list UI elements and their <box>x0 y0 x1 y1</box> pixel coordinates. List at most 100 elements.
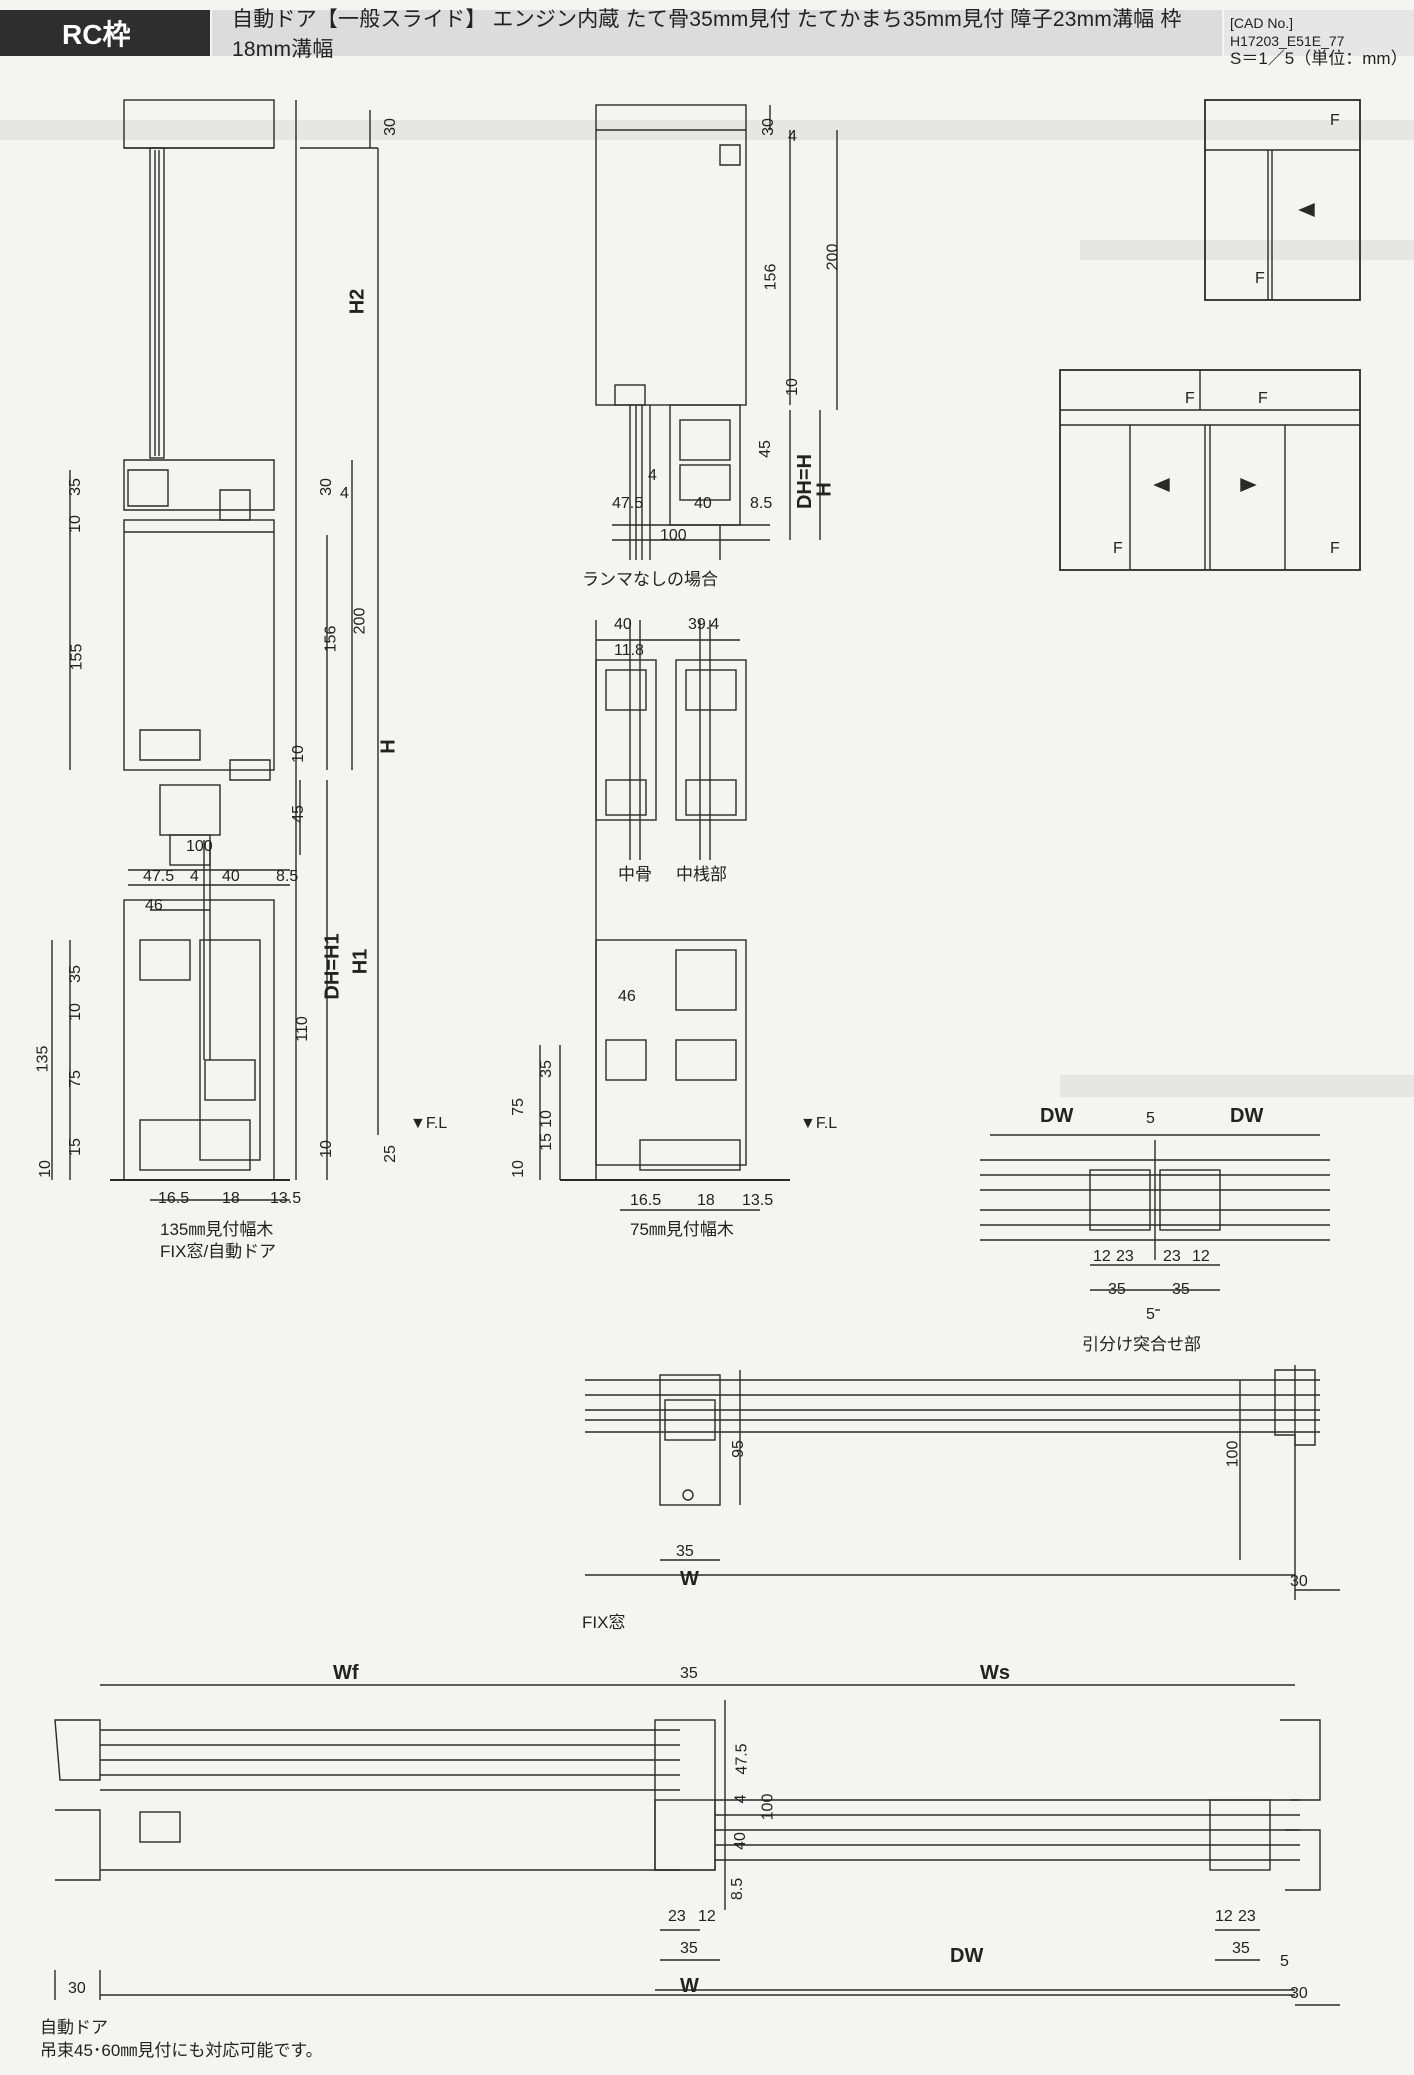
mullion-profile <box>595 659 657 821</box>
center-mullion <box>654 1719 716 1871</box>
meeting-stile-detail <box>980 1134 1330 1311</box>
dim-label: 4 <box>190 868 199 885</box>
dim-label: 10 <box>66 1003 84 1021</box>
dim-label: 30 <box>381 118 399 136</box>
dim-label: 47.5 <box>733 1743 751 1775</box>
dim-label: 18 <box>697 1192 715 1209</box>
dim-label: H1 <box>349 948 372 975</box>
fix-mark: F <box>1330 112 1340 129</box>
label-mullion: 中骨 <box>618 865 652 884</box>
dim-label: 75 <box>509 1098 527 1116</box>
dim-label: 75 <box>66 1070 84 1088</box>
dim-label: 23 <box>668 1908 686 1925</box>
head-box <box>595 104 747 406</box>
caption: 吊束45･60㎜見付にも対応可能です。 <box>40 2041 323 2060</box>
stile-right <box>1159 1169 1221 1231</box>
caption: 引分け突合せ部 <box>1082 1335 1201 1354</box>
slide-arrow-left-icon <box>1298 202 1315 218</box>
label-ws: Ws <box>980 1662 1010 1684</box>
dim-label: 15 <box>66 1138 84 1156</box>
stile-left <box>1089 1169 1151 1231</box>
fix-mark: F <box>1258 390 1268 407</box>
door-stile-right <box>1209 1799 1271 1871</box>
door-plan <box>54 1684 1340 2006</box>
dim-label: 10 <box>317 1140 335 1158</box>
fix-mark: F <box>1113 540 1123 557</box>
dim-label: 10 <box>36 1160 54 1178</box>
mid-rail-profile <box>675 659 747 821</box>
left-jamb <box>54 1719 101 1781</box>
caption: FIX窓/自動ドア <box>160 1242 277 1261</box>
mid-section <box>539 620 790 1211</box>
door-section-body <box>123 519 275 771</box>
caption: ランマなしの場合 <box>582 570 718 589</box>
dim-label: 10 <box>783 378 801 396</box>
dim-label: 12 <box>698 1908 716 1925</box>
dim-label: 95 <box>729 1440 747 1458</box>
elevation-biparting <box>1059 369 1361 571</box>
dim-label: 35 <box>1108 1281 1126 1298</box>
dim-label: 40 <box>614 616 632 633</box>
dim-label: 45 <box>289 805 307 823</box>
dim-label: 23 <box>1238 1908 1256 1925</box>
dim-label: 35 <box>537 1060 555 1078</box>
dim-label: 30 <box>1290 1985 1308 2002</box>
label-dw-right: DW <box>1230 1105 1264 1127</box>
dim-label: 10 <box>509 1160 527 1178</box>
header-title: 自動ドア【一般スライド】 エンジン内蔵 たて骨35mm見付 たてかまち35mm見… <box>212 8 1222 61</box>
fix-mark: F <box>1330 540 1340 557</box>
caption: 135㎜見付幅木 <box>160 1220 274 1239</box>
page-header: RC枠 自動ドア【一般スライド】 エンジン内蔵 たて骨35mm見付 たてかまち3… <box>0 8 1414 68</box>
dim-label: H <box>813 482 836 497</box>
dim-label: 10 <box>66 515 84 533</box>
dim-label: 12 <box>1215 1908 1233 1925</box>
dim-label: 4 <box>732 1794 750 1804</box>
label-dw-left: DW <box>1040 1105 1074 1127</box>
dim-label: 35 <box>1232 1940 1250 1957</box>
dim-label: 47.5 <box>612 495 644 512</box>
dim-label: 16.5 <box>630 1192 662 1209</box>
dim-label: 15 <box>537 1133 555 1151</box>
dim-label: 46 <box>618 988 636 1005</box>
dim-label: DH=H1 <box>321 933 344 1000</box>
dim-label: 35 <box>676 1543 694 1560</box>
dim-label: 5 <box>1280 1953 1289 1970</box>
header-cad-info: [CAD No.] H17203_E51E_77 S＝1／5（単位：mm） <box>1224 10 1414 68</box>
dim-label: 155 <box>68 643 86 671</box>
elevation-single-slide <box>1204 99 1361 301</box>
dim-label: 40 <box>694 495 712 512</box>
right-jamb <box>1280 1719 1321 1801</box>
bleed-through-band <box>1080 240 1414 260</box>
dim-label: 200 <box>351 607 369 635</box>
scale-note: S＝1／5（単位：mm） <box>1230 49 1408 68</box>
dim-label: 110 <box>293 1016 311 1042</box>
dim-label: 30 <box>317 478 335 496</box>
header-badge: RC枠 <box>0 10 210 56</box>
dim-label: 10 <box>537 1110 555 1128</box>
dim-label: 12 <box>1093 1248 1111 1265</box>
slide-arrow-left-icon <box>1153 477 1170 493</box>
dim-label: 13.5 <box>742 1192 774 1209</box>
dim-label: 11.8 <box>614 642 644 659</box>
dim-label: 40 <box>731 1832 749 1850</box>
label-wf: Wf <box>333 1662 359 1684</box>
left-vertical-section <box>51 99 379 1201</box>
dim-label: 156 <box>322 625 340 653</box>
dim-label: 45 <box>756 440 774 458</box>
dim-label: 18 <box>222 1190 240 1207</box>
lower-base-section <box>595 939 747 1166</box>
dim-label: 13.5 <box>270 1190 302 1207</box>
lower-section <box>123 899 275 1181</box>
caption: 75㎜見付幅木 <box>630 1220 734 1239</box>
fix-mullion <box>659 1374 721 1506</box>
fix-window-plan <box>585 1365 1340 1600</box>
dim-label: 40 <box>222 868 240 885</box>
dim-label: 8.5 <box>276 868 299 885</box>
dim-label: 4 <box>788 128 797 145</box>
dim-label: 30 <box>68 1980 86 1997</box>
dim-label: 16.5 <box>158 1190 190 1207</box>
dim-label: 10 <box>289 745 307 763</box>
door-rail <box>159 784 221 836</box>
cad-number: [CAD No.] H17203_E51E_77 <box>1230 15 1345 49</box>
